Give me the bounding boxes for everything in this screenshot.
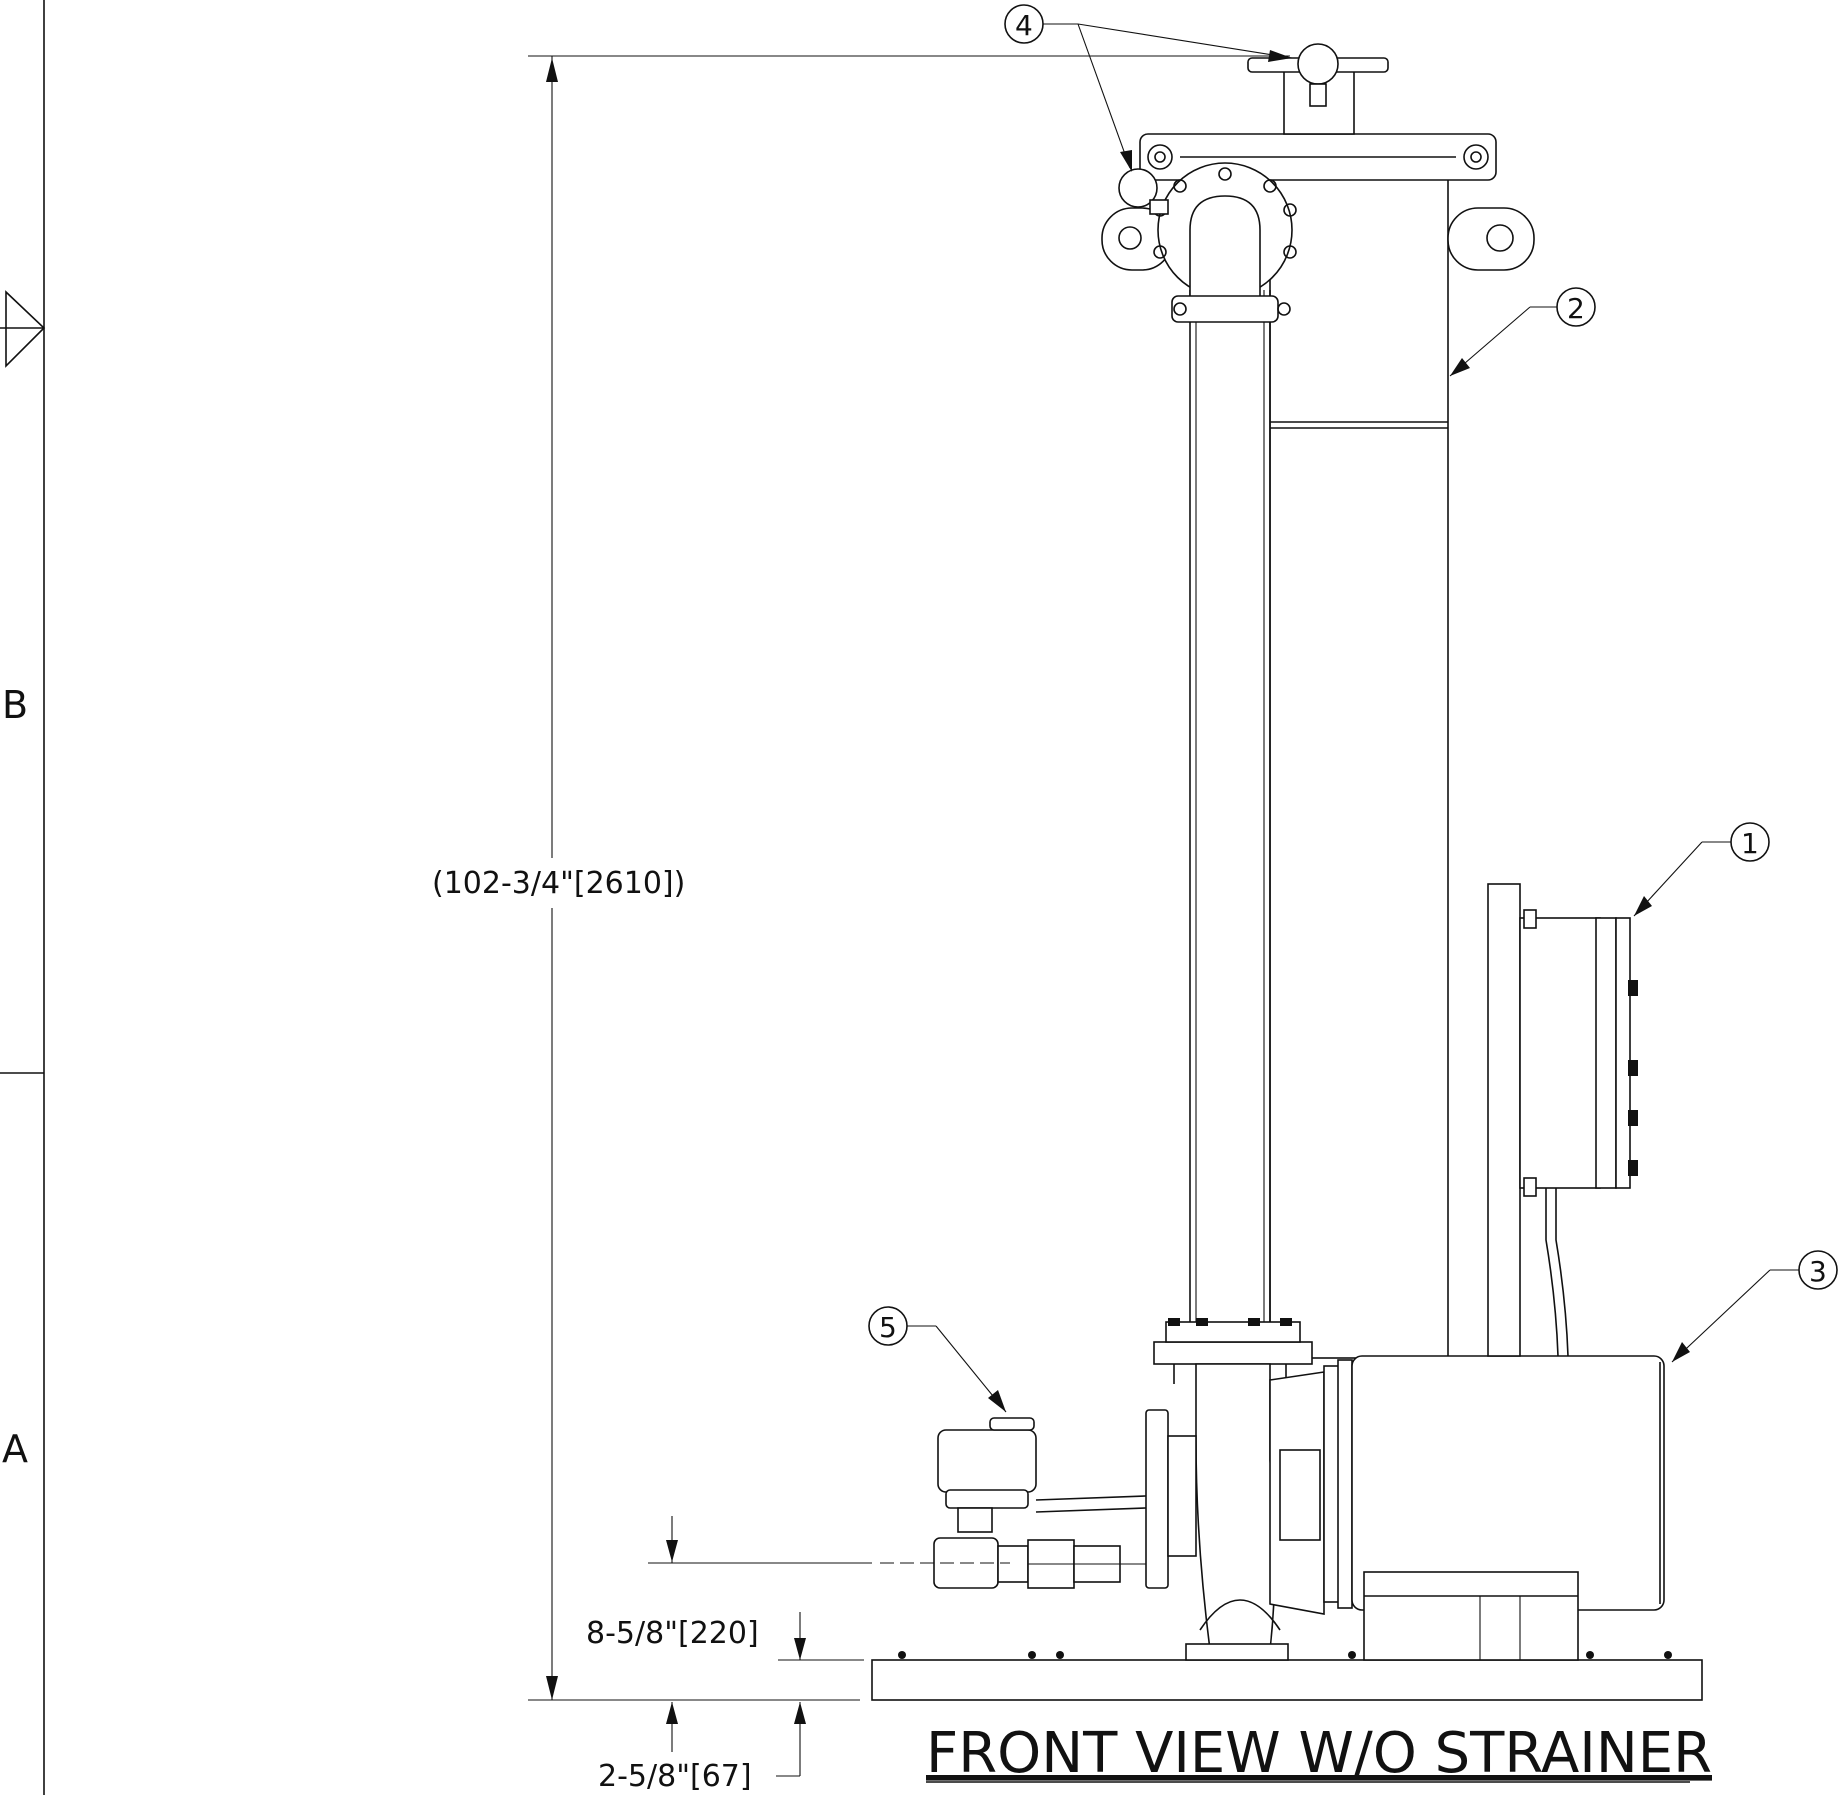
balloon-1-label: 1 xyxy=(1741,827,1759,860)
balloon-3-label: 3 xyxy=(1809,1255,1827,1288)
discharge-pipe xyxy=(1153,162,1297,1330)
filter-vessel xyxy=(1101,57,1535,1359)
view-title: FRONT VIEW W/O STRAINER xyxy=(926,1721,1712,1786)
balloon-2-label: 2 xyxy=(1567,292,1585,325)
inlet-height-label: 8-5/8"[220] xyxy=(586,1616,759,1651)
balloon-5-label: 5 xyxy=(879,1311,897,1344)
base-height-dimension xyxy=(666,1699,860,1777)
zone-label-a: A xyxy=(2,1427,28,1471)
sheet-border xyxy=(0,0,46,1795)
zone-label-b: B xyxy=(2,683,28,727)
balloon-5 xyxy=(868,1306,1007,1413)
control-panel xyxy=(1487,883,1638,1357)
inlet-height-dimension xyxy=(648,1516,872,1661)
balloon-2 xyxy=(1449,287,1596,377)
motor xyxy=(1323,1355,1665,1661)
balloon-3 xyxy=(1671,1250,1838,1363)
base-height-label: 2-5/8"[67] xyxy=(598,1759,752,1794)
balloon-1 xyxy=(1633,822,1770,917)
fill-valve-assembly xyxy=(880,1417,1147,1589)
balloon-4-label: 4 xyxy=(1015,9,1033,42)
overall-height-label: (102-3/4"[2610]) xyxy=(432,866,685,901)
pressure-gauges xyxy=(1118,43,1339,215)
balloon-4 xyxy=(1004,4,1293,172)
pump-assembly xyxy=(1145,1318,1325,1661)
